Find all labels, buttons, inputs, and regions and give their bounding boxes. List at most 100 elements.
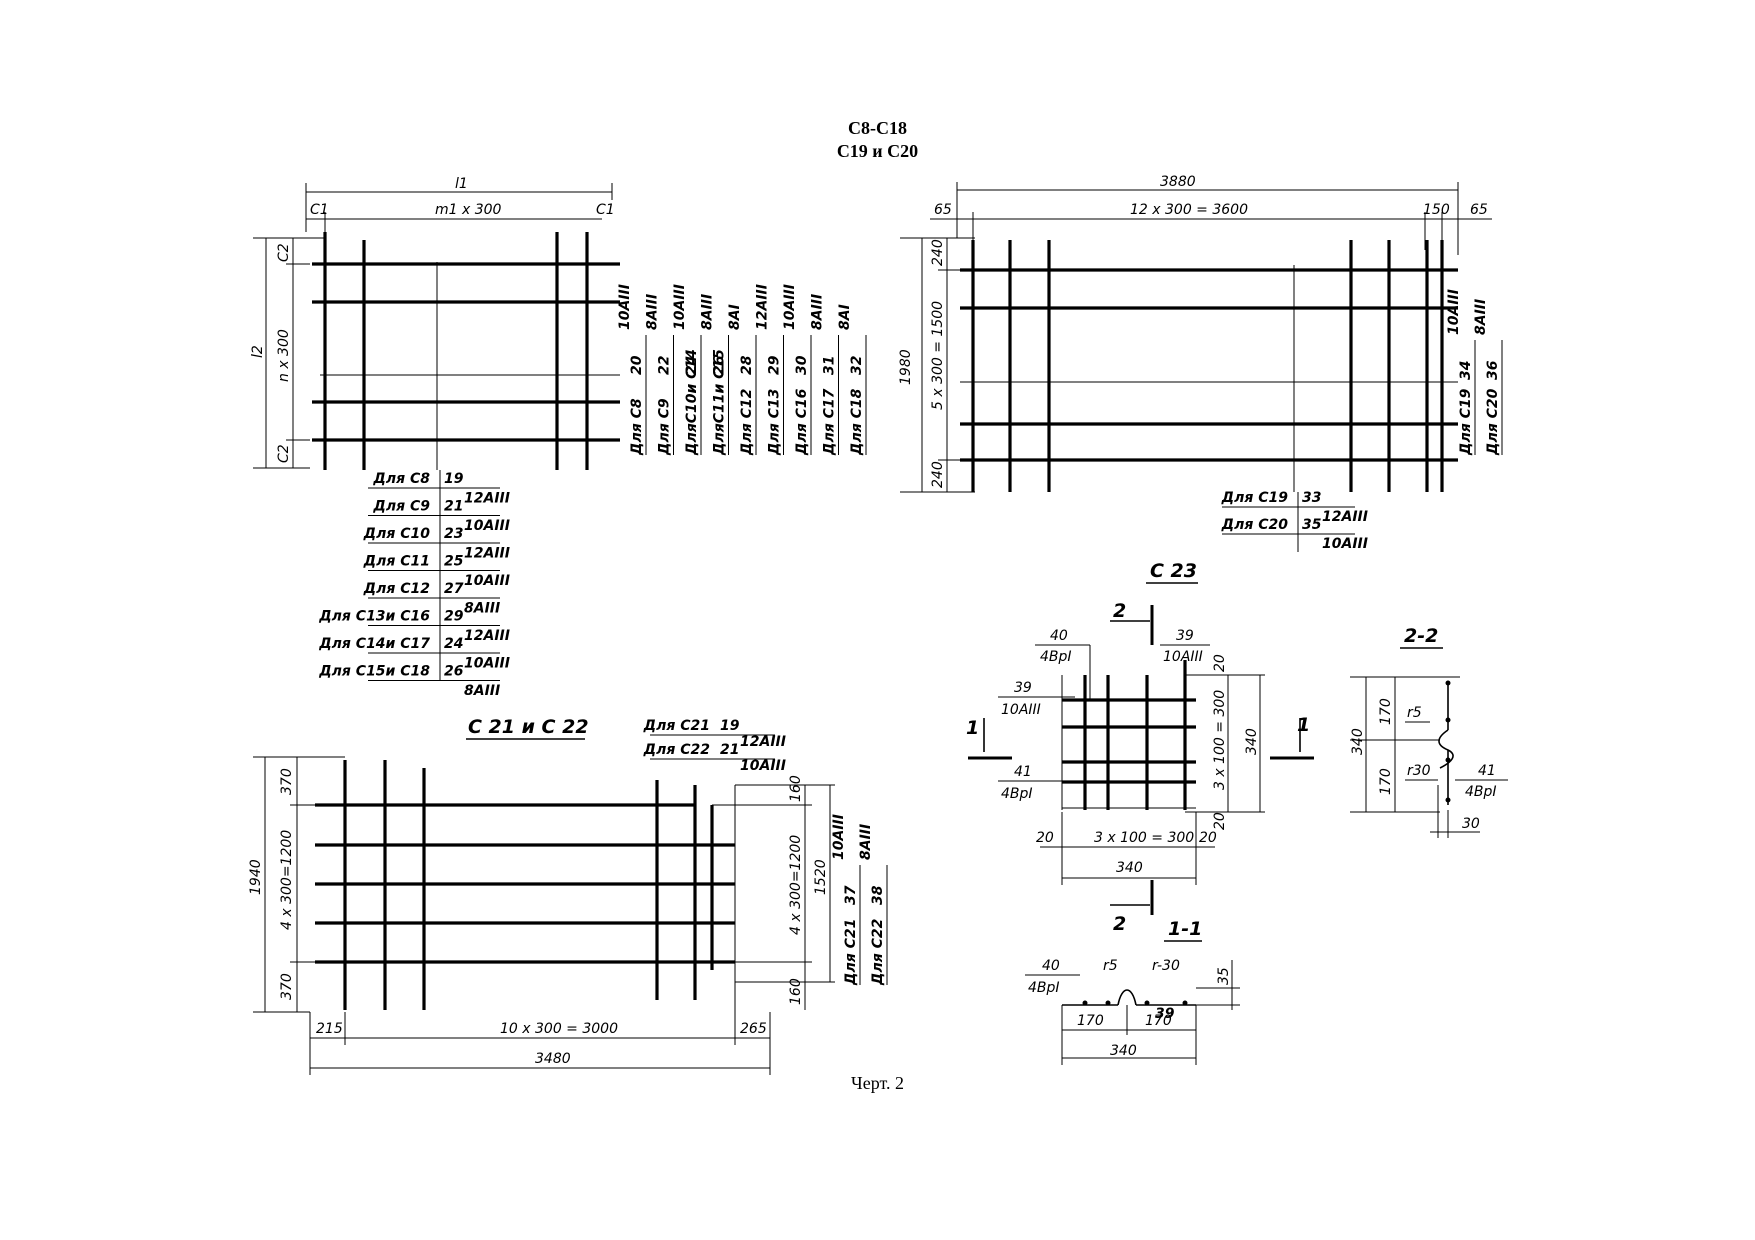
- section-2-2-h340: 340: [1350, 728, 1366, 755]
- c8-table-label: Для С11: [363, 554, 430, 570]
- c8-table-label: Для С15и С18: [318, 664, 430, 680]
- section-2-2: 2-2 340 170 170 r5 r30 41 4ВрI: [1350, 625, 1508, 838]
- c23-h340: 340: [1116, 860, 1143, 876]
- c8-table-label: Для С12: [363, 581, 430, 597]
- c19-side-spec: 8АIII: [1473, 299, 1489, 335]
- section-1-1-pos40: 40: [1042, 958, 1060, 974]
- dim-c1-right: C1: [596, 202, 615, 218]
- c8-table-label: Для С13и С16: [318, 609, 430, 625]
- c8-table-position: 27: [444, 581, 464, 597]
- dim-c21-right1520: 1520: [813, 859, 829, 895]
- c8-side-label: ДляС11и С15: [712, 349, 728, 456]
- c8-side-spec: 8АIII: [645, 294, 661, 330]
- dim-c2-top: C2: [276, 243, 292, 262]
- c23-pos40-spec: 4ВрI: [1040, 649, 1072, 665]
- c21-side-spec: 8АIII: [858, 824, 874, 860]
- c23-d20-top: 20: [1212, 654, 1228, 672]
- c8-side-position: 22: [657, 356, 673, 375]
- dim-l2: l2: [250, 345, 266, 358]
- c8-table-spec: 12АIII: [464, 546, 510, 562]
- section-mark-1-left: 1: [966, 717, 979, 739]
- c23-d20-bottom: 20: [1212, 812, 1228, 830]
- section-1-1-pos39: 39: [1155, 1006, 1175, 1022]
- c8-table-spec: 10АIII: [464, 518, 510, 534]
- c21-c22-title: С 21 и С 22: [468, 716, 589, 738]
- dim-c21-right160a: 160: [788, 775, 804, 802]
- section-2-2-title: 2-2: [1404, 625, 1438, 647]
- panel-c8-c18: l1 m1 x 300 C1 C1 l2 n x 300 C2 C2: [250, 176, 867, 699]
- c8-table-spec: 12АIII: [464, 628, 510, 644]
- c21-side-spec: 10АIII: [831, 814, 847, 860]
- c19-side-spec: 10АIII: [1446, 289, 1462, 335]
- c8-side-label: Для С17: [822, 388, 838, 456]
- c8-table-spec: 8АIII: [464, 683, 500, 699]
- c8-table-label: Для С9: [372, 499, 430, 515]
- dim-c21-height: 1940: [248, 859, 264, 895]
- section-1-1-d35: 35: [1216, 967, 1232, 985]
- c19-table-position: 35: [1302, 517, 1322, 533]
- dim-l1: l1: [455, 176, 468, 192]
- c21-table-position: 19: [720, 718, 740, 734]
- c8-table-spec: 10АIII: [464, 573, 510, 589]
- c8-side-spec: 8АI: [837, 304, 853, 330]
- section-1-1-d170b: 170: [1145, 1013, 1172, 1029]
- c23-pos39-top: 39: [1176, 628, 1194, 644]
- dim-c21-span: 10 x 300 = 3000: [500, 1021, 618, 1037]
- section-mark-2-bottom: 2: [1113, 913, 1126, 935]
- c19-side-label: Для С20: [1485, 388, 1501, 456]
- panel-c19-c20: 3880 12 x 300 = 3600 65 150 65 1980 5 x …: [898, 174, 1503, 552]
- c8-table-position: 25: [444, 554, 464, 570]
- section-mark-2-top: 2: [1113, 600, 1126, 622]
- c21-side-position: 37: [843, 885, 859, 905]
- c19-side-position: 34: [1458, 361, 1474, 380]
- figure-caption: Черт. 2: [851, 1073, 904, 1093]
- c19-side-position: 36: [1485, 360, 1501, 380]
- c8-side-position: 31: [822, 356, 838, 375]
- c19-table-position: 33: [1302, 490, 1321, 506]
- c8-table-label: Для С14и С17: [318, 636, 430, 652]
- dim-c19-height: 1980: [898, 349, 914, 385]
- section-1-1-d170a: 170: [1077, 1013, 1104, 1029]
- dim-c19-left65: 65: [934, 202, 952, 218]
- c8-table-position: 21: [444, 499, 463, 515]
- dim-c2-bottom: C2: [276, 444, 292, 463]
- dim-c21-right265: 265: [740, 1021, 767, 1037]
- c23-pos41-spec: 4ВрI: [1001, 786, 1033, 802]
- c8-side-position: 29: [767, 355, 783, 375]
- dim-c21-top370: 370: [279, 768, 295, 795]
- c8-side-label: Для С13: [767, 389, 783, 456]
- c8-side-spec: 12АIII: [755, 284, 771, 330]
- section-2-2-pos41: 41: [1478, 763, 1496, 779]
- c8-side-label: ДляС10и С14: [684, 349, 700, 456]
- c8-table-position: 29: [444, 609, 464, 625]
- c8-side-position: 26: [712, 355, 728, 375]
- dim-c21-right-mid: 4 x 300=1200: [788, 835, 804, 935]
- c8-side-spec: 10АIII: [617, 284, 633, 330]
- dim-c19-150: 150: [1423, 202, 1450, 218]
- section-2-2-pos41-spec: 4ВрI: [1465, 784, 1497, 800]
- dim-c21-bottom370: 370: [279, 973, 295, 1000]
- c8-side-label: Для С8: [629, 398, 645, 456]
- c8-side-spec: 10АIII: [782, 284, 798, 330]
- c19-table-label: Для С20: [1221, 517, 1289, 533]
- section-2-2-r5: r5: [1407, 705, 1422, 721]
- c23-span: 3 x 100 = 300: [1094, 830, 1194, 846]
- c8-side-label: Для С16: [794, 388, 810, 456]
- c8-table-label: Для С8: [372, 471, 430, 487]
- c23-vspan: 3 x 100 = 300: [1212, 690, 1228, 790]
- section-2-2-d30: 30: [1462, 816, 1480, 832]
- c8-side-spec: 8АI: [727, 304, 743, 330]
- c8-table-spec: 12АIII: [464, 491, 510, 507]
- c21-side-label: Для С22: [870, 919, 886, 986]
- c8-table-position: 24: [444, 636, 463, 652]
- c21-table-spec: 12АIII: [740, 734, 786, 750]
- c8-table-spec: 8АIII: [464, 601, 500, 617]
- section-2-2-h170a: 170: [1378, 698, 1394, 725]
- c8-table-position: 19: [444, 471, 464, 487]
- c21-side-label: Для С21: [843, 919, 859, 986]
- dim-c19-mid: 5 x 300 = 1500: [930, 301, 946, 410]
